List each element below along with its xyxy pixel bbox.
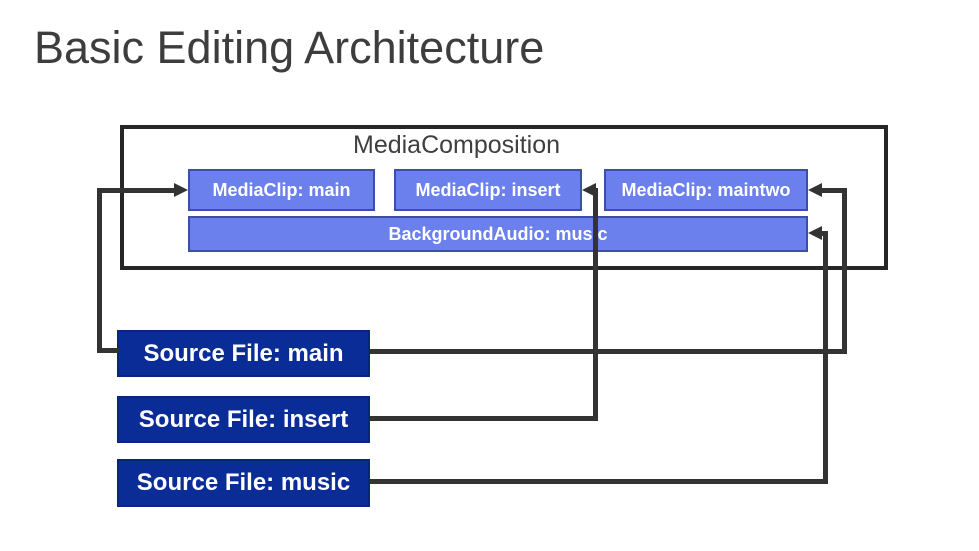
background-audio-box: BackgroundAudio: music [188,216,808,252]
media-clip-main-label: MediaClip: main [212,179,351,200]
connector-music-horizontal [370,479,828,484]
connector-main-left-bottom [97,348,119,353]
source-file-main-label: Source File: main [143,339,344,367]
media-composition-label: MediaComposition [353,131,561,159]
connector-insert-vertical [593,188,598,421]
media-clip-box-insert: MediaClip: insert [394,169,582,211]
connector-maintwo-shaft [820,188,846,193]
connector-music-shaft [820,231,828,236]
media-clip-insert-label: MediaClip: insert [415,179,561,200]
connector-main-left-shaft [97,188,177,193]
arrowhead-into-audio-icon [808,226,822,240]
connector-main-left-vertical [97,188,102,353]
background-audio-label: BackgroundAudio: music [388,223,608,244]
media-clip-box-main: MediaClip: main [188,169,375,211]
slide-title: Basic Editing Architecture [34,22,545,73]
connector-maintwo-horizontal [370,349,847,354]
media-clip-maintwo-label: MediaClip: maintwo [621,179,791,200]
source-file-box-main: Source File: main [117,330,370,377]
connector-insert-horizontal [370,416,598,421]
source-file-insert-label: Source File: insert [138,405,349,433]
source-file-music-label: Source File: music [136,469,351,496]
source-file-box-insert: Source File: insert [117,396,370,443]
connector-maintwo-vertical [842,188,847,354]
connector-music-vertical [823,231,828,484]
arrowhead-into-clip-insert-icon [582,183,596,197]
arrowhead-into-clip-main-icon [174,183,188,197]
media-clip-box-maintwo: MediaClip: maintwo [604,169,808,211]
arrowhead-into-clip-maintwo-icon [808,183,822,197]
source-file-box-music: Source File: music [117,459,370,507]
